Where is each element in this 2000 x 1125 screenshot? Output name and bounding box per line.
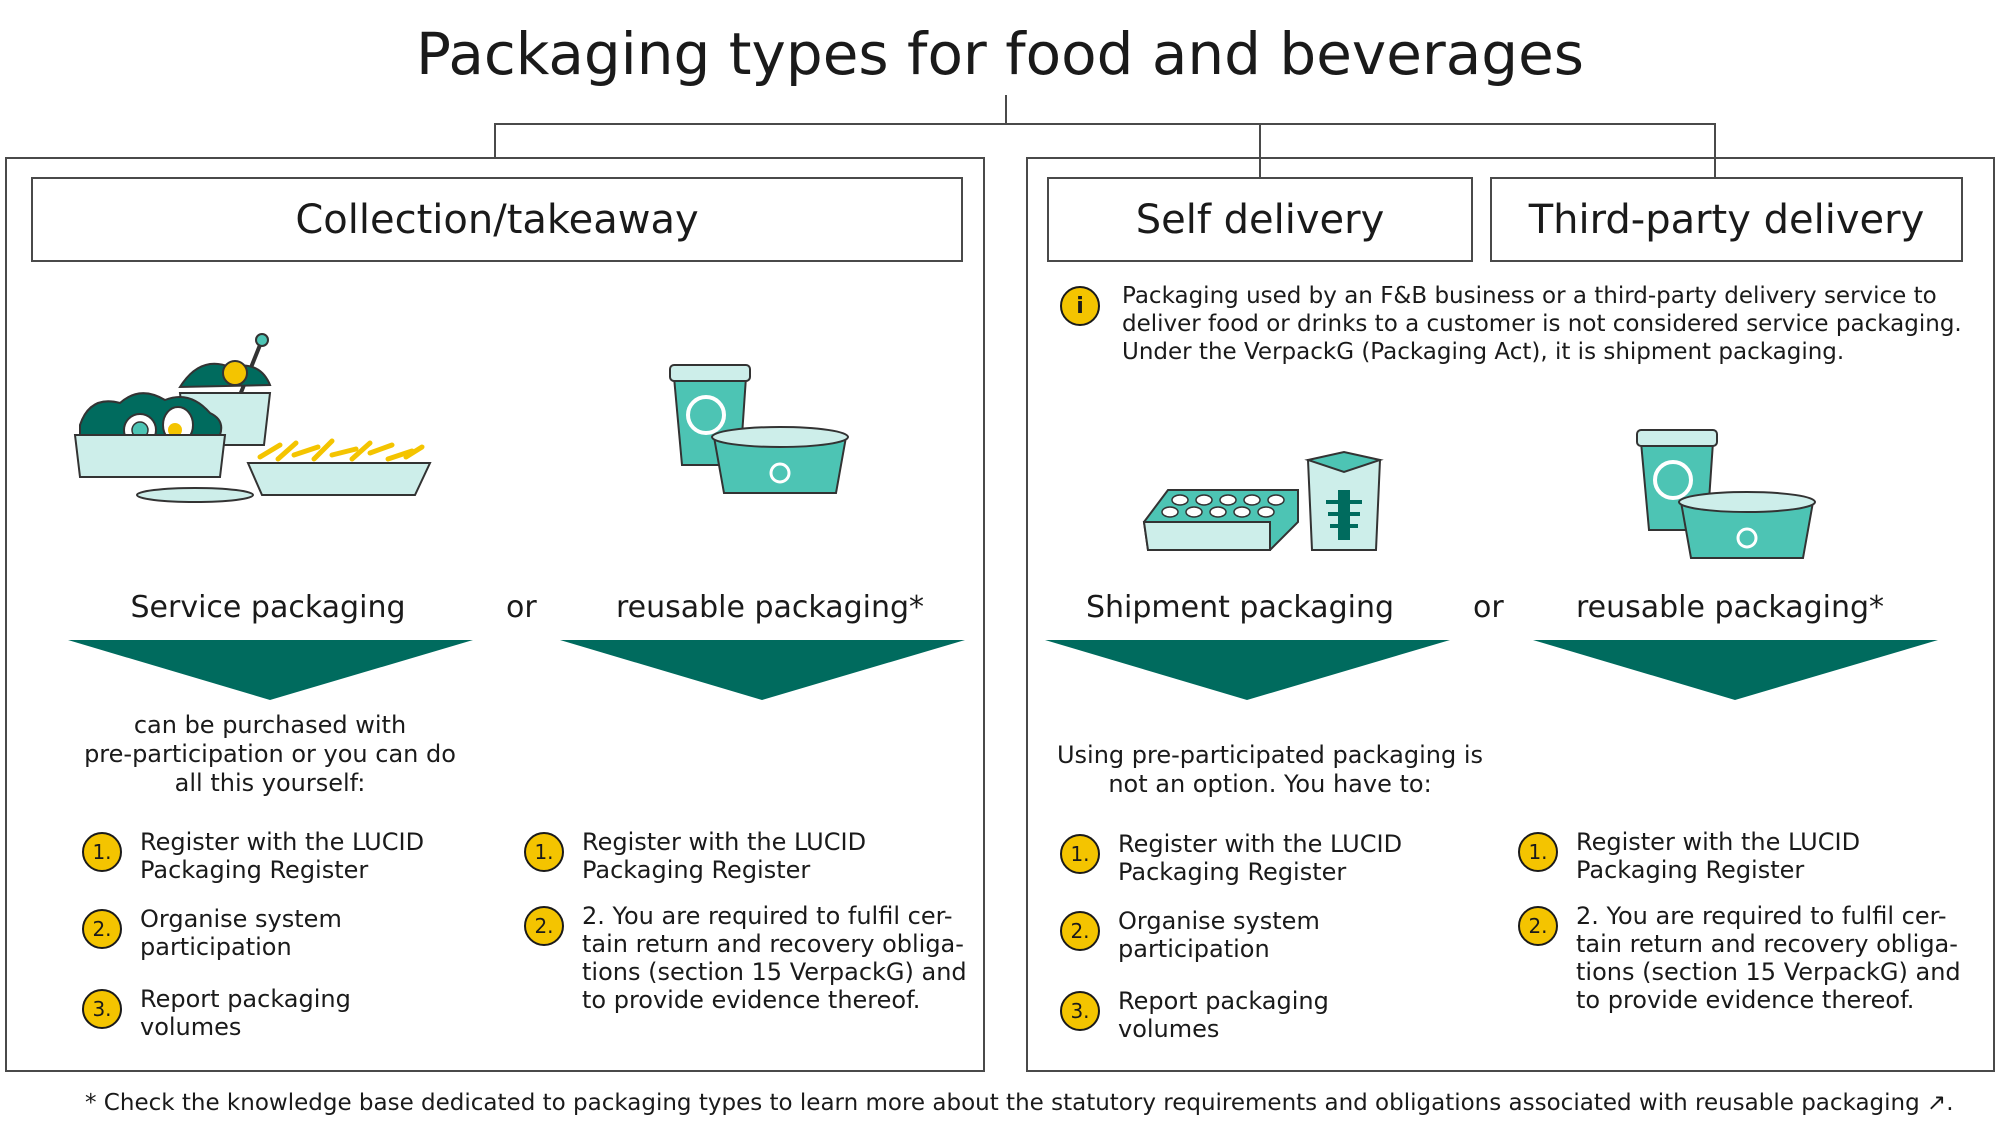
connector-middle [1259,123,1261,178]
step-item: 1. Register with the LUCID Packaging Reg… [524,828,866,884]
step-item: 2. Organise system participation [1060,907,1320,963]
connector-stem [1005,95,1007,125]
label-reusable-packaging: reusable packaging* [615,590,925,625]
step-number-badge: 2. [82,909,122,949]
down-arrow-icon [1533,640,1938,700]
footnote[interactable]: * Check the knowledge base dedicated to … [85,1090,1954,1116]
sushi-tray-takeout-box-icon [1142,450,1384,551]
collection-panel [5,157,985,1072]
step-item: 1. Register with the LUCID Packaging Reg… [1518,828,1860,884]
info-note-text: Packaging used by an F&B business or a t… [1122,283,1962,365]
step-text: Report packaging volumes [1118,987,1329,1043]
step-text: Organise system participation [1118,907,1320,963]
step-text: Register with the LUCID Packaging Regist… [582,828,867,884]
step-number-badge: 3. [82,989,122,1029]
info-note: i Packaging used by an F&B business or a… [1060,282,1962,366]
step-item: 1. Register with the LUCID Packaging Reg… [82,828,424,884]
intro-shipment-packaging: Using pre-participated packaging is not … [1056,741,1483,798]
reusable-cup-bowl-icon [669,364,849,494]
delivery-panel [1026,157,1995,1072]
step-item: 2. 2. You are required to fulfil cer- ta… [524,902,967,1014]
step-text: Register with the LUCID Packaging Regist… [1118,830,1403,886]
step-number-badge: 1. [1518,832,1558,872]
header-third-party-delivery: Third-party delivery [1490,177,1963,262]
step-number-badge: 3. [1060,991,1100,1031]
header-collection-takeaway: Collection/takeaway [31,177,963,262]
connector-left [494,123,496,158]
down-arrow-icon [560,640,965,700]
header-self-delivery: Self delivery [1047,177,1473,262]
step-text: Register with the LUCID Packaging Regist… [140,828,425,884]
step-text: Organise system participation [140,905,342,961]
step-text: 2. You are required to fulfil cer- tain … [1576,902,1961,1014]
step-item: 3. Report packaging volumes [82,985,351,1041]
step-text: 2. You are required to fulfil cer- tain … [582,902,967,1014]
step-item: 3. Report packaging volumes [1060,987,1329,1043]
label-reusable-packaging: reusable packaging* [1575,590,1885,625]
step-number-badge: 1. [1060,834,1100,874]
connector-right [1714,123,1716,178]
info-icon: i [1060,286,1100,326]
down-arrow-icon [68,640,473,700]
step-number-badge: 2. [1518,906,1558,946]
step-number-badge: 2. [1060,911,1100,951]
step-number-badge: 1. [82,832,122,872]
step-item: 2. 2. You are required to fulfil cer- ta… [1518,902,1961,1014]
step-item: 2. Organise system participation [82,905,342,961]
step-text: Report packaging volumes [140,985,351,1041]
salad-bowl-fries-icon [73,333,432,503]
step-item: 1. Register with the LUCID Packaging Reg… [1060,830,1402,886]
reusable-cup-bowl-icon [1636,429,1816,559]
page-title: Packaging types for food and beverages [415,20,1585,88]
or-separator: or [1473,590,1504,625]
down-arrow-icon [1045,640,1450,700]
intro-service-packaging: can be purchased with pre-participation … [84,711,456,797]
step-number-badge: 2. [524,906,564,946]
step-number-badge: 1. [524,832,564,872]
step-text: Register with the LUCID Packaging Regist… [1576,828,1861,884]
label-shipment-packaging: Shipment packaging [1085,590,1394,625]
or-separator: or [506,590,537,625]
connector-horizontal [494,123,1716,125]
label-service-packaging: Service packaging [130,590,406,625]
